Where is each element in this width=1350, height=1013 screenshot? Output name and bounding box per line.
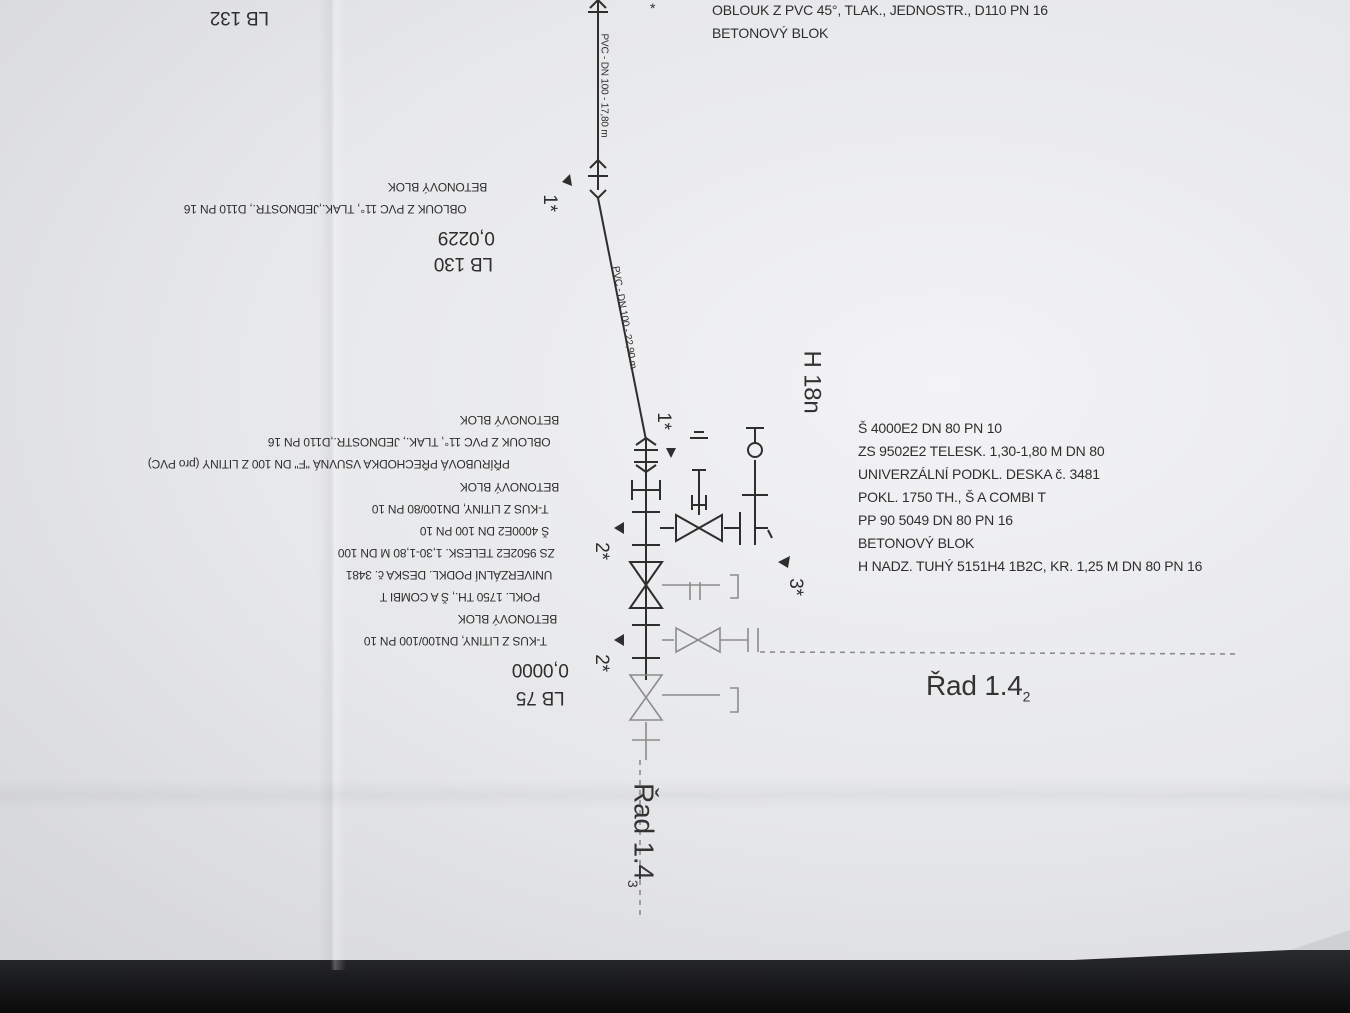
label-sachta-80: Š 4000E2 DN 80 PN 10 <box>858 420 1002 436</box>
label-inv-betonovy-blok-a: BETONOVÝ BLOK <box>460 413 560 427</box>
label-oblouk-11-inv-top: OBLOUK Z PVC 11°, TLAK.,JEDNOSTR., D110 … <box>184 202 467 216</box>
label-hydrant-spec: H NADZ. TUHÝ 5151H4 1B2C, KR. 1,25 M DN … <box>858 558 1203 574</box>
rad-down-label: Řad 1.43 <box>625 783 660 887</box>
rad-down-sub: 3 <box>624 879 641 888</box>
rad-right-text: Řad 1.4 <box>926 670 1023 701</box>
label-inv-betonovy-blok-c: BETONOVÝ BLOK <box>458 612 558 626</box>
label-lb75: LB 75 <box>516 687 565 708</box>
label-inv-oblouk-11: OBLOUK Z PVC 11°, TLAK., JEDNOSTR.,D110 … <box>268 435 551 449</box>
table-surface <box>0 950 1350 1013</box>
rad-right-sub: 2 <box>1022 688 1031 705</box>
label-value-0229: 0,0229 <box>438 227 495 248</box>
label-inv-tkus-100-80: T-KUS Z LITINY, DN100/80 PN 10 <box>372 502 549 516</box>
main-pipe <box>588 0 773 680</box>
label-inv-tkus-100-100: T-KUS Z LITINY, DN100/100 PN 10 <box>364 634 547 648</box>
label-lb130: LB 130 <box>434 253 494 274</box>
label-inv-deska: UNIVERZÁLNÍ PODKL. DESKA č. 3481 <box>346 568 553 582</box>
label-zs-80: ZS 9502E2 TELESK. 1,30-1,80 M DN 80 <box>858 443 1105 459</box>
label-oblouk-45: OBLOUK Z PVC 45°, TLAK., JEDNOSTR., D110… <box>712 2 1048 18</box>
label-lb132: LB 132 <box>210 7 270 28</box>
label-inv-zs-100: ZS 9502E2 TELESK. 1,30-1,80 M DN 100 <box>338 546 555 560</box>
branch-ghost <box>628 574 1241 920</box>
label-pipe-upper: PVC - DN 100 - 17,80 m <box>598 33 610 138</box>
label-inv-betonovy-blok-b: BETONOVÝ BLOK <box>460 480 560 494</box>
marker-3: 3* <box>784 578 806 596</box>
marker-2-upper: 2* <box>590 542 612 560</box>
rad-right-label: Řad 1.42 <box>926 670 1030 705</box>
label-inv-poklop: POKL. 1750 TH., Š A COMBI T <box>380 590 541 604</box>
label-value-0000: 0,0000 <box>512 659 569 680</box>
label-poklop-right: POKL. 1750 TH., Š A COMBI T <box>858 489 1046 505</box>
marker-1-top: 1* <box>538 194 560 212</box>
rad-down-text: Řad 1.4 <box>628 783 660 880</box>
paper-fold-horizontal <box>0 780 1350 810</box>
paper-fold-vertical <box>318 0 346 970</box>
marker-star-top: * <box>650 0 656 16</box>
label-betonovy-blok-inv-1: BETONOVÝ BLOK <box>388 180 488 194</box>
label-betonovy-blok-right: BETONOVÝ BLOK <box>858 535 975 551</box>
label-inv-sachta-100: Š 4000E2 DN 100 PN 10 <box>420 524 550 538</box>
marker-2-lower: 2* <box>590 654 612 672</box>
label-pp-90: PP 90 5049 DN 80 PN 16 <box>858 512 1013 528</box>
marker-triangles <box>562 174 790 646</box>
hydrant-label: H 18n <box>798 350 826 414</box>
label-inv-prirubova-prechodka: PŘÍRUBOVÁ PŘECHODKA VSUVNÁ "F" DN 100 Z … <box>148 457 510 471</box>
marker-1-mid: 1* <box>652 412 674 430</box>
paper-sheet <box>0 0 1350 960</box>
label-deska-right: UNIVERZÁLNÍ PODKL. DESKA č. 3481 <box>858 466 1100 482</box>
label-betonovy-blok-top: BETONOVÝ BLOK <box>712 25 829 41</box>
